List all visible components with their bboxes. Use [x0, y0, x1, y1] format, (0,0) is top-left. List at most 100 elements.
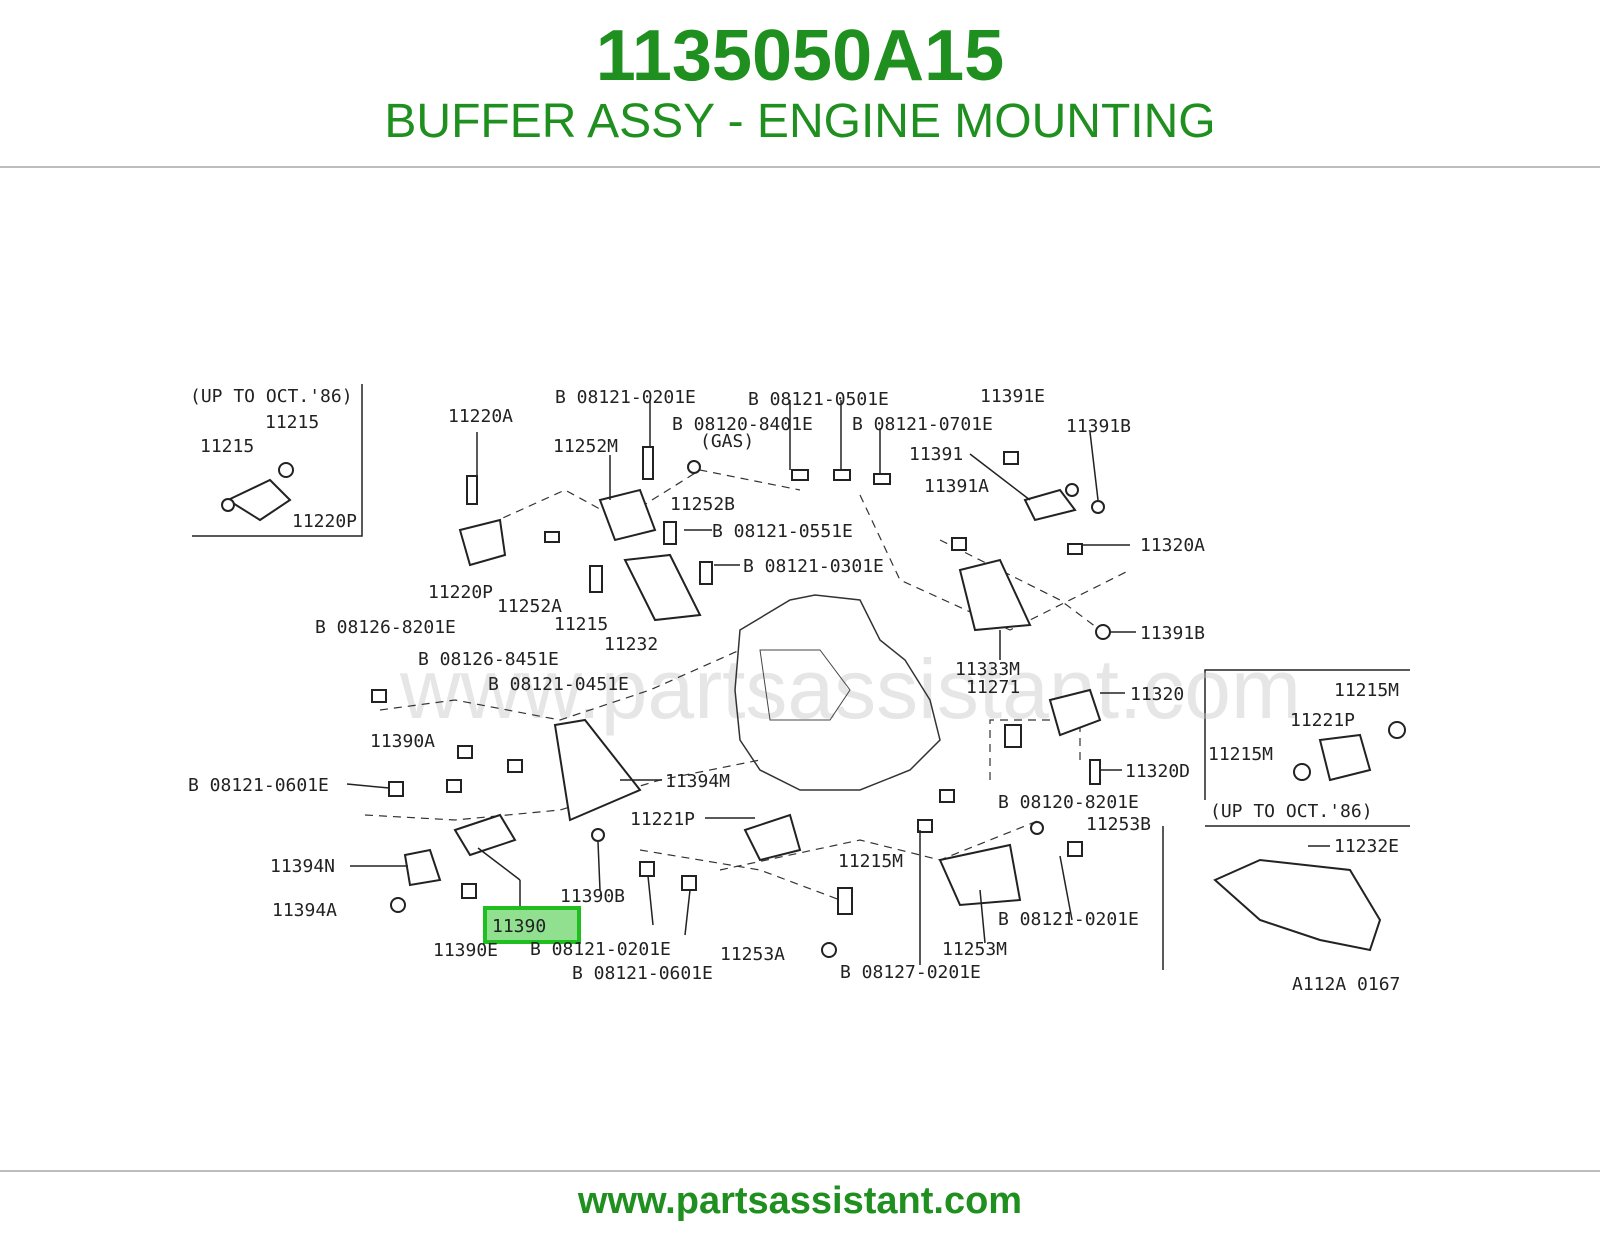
callout-label[interactable]: 11333M — [955, 659, 1020, 680]
callout-label[interactable]: B 08121-0601E — [188, 775, 329, 796]
callout-label[interactable]: 11391B — [1066, 416, 1131, 437]
callout-label[interactable]: 11252B — [670, 494, 735, 515]
bolt-icon — [371, 689, 387, 703]
nut-icon — [1030, 821, 1044, 835]
highlighted-part-label[interactable]: 11390 — [492, 916, 546, 937]
bolt-icon — [457, 745, 473, 759]
callout-label[interactable]: 11252M — [553, 436, 618, 457]
bolt-icon — [1089, 759, 1101, 785]
callout-label[interactable]: B 08121-0551E — [712, 521, 853, 542]
callout-label[interactable]: 11215 — [265, 412, 319, 433]
bolt-icon — [917, 819, 933, 833]
part-callouts: B 08121-0201E B 08121-0501E B 08120-8401… — [188, 386, 1399, 984]
bracket-11394N — [403, 848, 442, 887]
footer-url[interactable]: www.partsassistant.com — [577, 1180, 1023, 1222]
callout-label[interactable]: 11215M — [1208, 744, 1273, 765]
callout-label[interactable]: 11271 — [966, 677, 1020, 698]
callout-label[interactable]: B 08121-0201E — [555, 387, 696, 408]
bolt-icon — [939, 789, 955, 803]
bolt-icon — [544, 531, 560, 543]
callout-label[interactable]: 11320 — [1130, 684, 1184, 705]
bolt-icon — [642, 446, 654, 480]
callout-label[interactable]: 11390E — [433, 940, 498, 961]
diagram-area — [180, 340, 1420, 1010]
callout-label[interactable]: 11252A — [497, 596, 562, 617]
callout-label[interactable]: 11391B — [1140, 623, 1205, 644]
bracket-11394M — [553, 718, 642, 822]
header-divider — [0, 166, 1600, 168]
bolt-icon — [663, 521, 677, 545]
callout-label[interactable]: B 08126-8451E — [418, 649, 559, 670]
footer-divider — [0, 1170, 1600, 1172]
callout-label[interactable]: B 08121-0701E — [852, 414, 993, 435]
bolt-icon — [1003, 451, 1019, 465]
callout-label[interactable]: 11253M — [942, 939, 1007, 960]
callout-label[interactable]: 11232E — [1334, 836, 1399, 857]
bolt-icon — [1067, 841, 1083, 857]
callout-label[interactable]: B 08120-8201E — [998, 792, 1139, 813]
mount-11221P — [743, 813, 802, 862]
callout-label[interactable]: 11221P — [630, 809, 695, 830]
nut-icon — [687, 460, 701, 474]
callout-label[interactable]: 11253B — [1086, 814, 1151, 835]
inset-mount-11220P — [225, 478, 292, 522]
callout-label[interactable]: 11215 — [554, 614, 608, 635]
shield-11232E — [1213, 858, 1382, 952]
callout-label[interactable]: 11220A — [448, 406, 513, 427]
callout-label[interactable]: 11320A — [1140, 535, 1205, 556]
callout-label[interactable]: 11320D — [1125, 761, 1190, 782]
inset-washer-icon — [1293, 763, 1311, 781]
nut-icon — [591, 828, 605, 842]
callout-label[interactable]: B 08126-8201E — [315, 617, 456, 638]
inset-top-left-frame — [192, 384, 363, 537]
callout-label[interactable]: 11221P — [1290, 710, 1355, 731]
gas-note: (GAS) — [700, 431, 754, 452]
bolt-icon — [461, 883, 477, 899]
bracket-11333M — [958, 558, 1032, 632]
callout-label[interactable]: 11220P — [292, 511, 357, 532]
callout-label[interactable]: 11391E — [980, 386, 1045, 407]
callout-label[interactable]: 11394N — [270, 856, 335, 877]
drawing-code: A112A 0167 — [1292, 974, 1400, 995]
callout-label[interactable]: 11215M — [838, 851, 903, 872]
callout-label[interactable]: 11215M — [1334, 680, 1399, 701]
callout-label[interactable]: 11394M — [665, 771, 730, 792]
inset-washer-icon — [1388, 721, 1406, 739]
callout-label[interactable]: 11391 — [909, 444, 963, 465]
bolt-icon — [507, 759, 523, 773]
callout-label[interactable]: 11390B — [560, 886, 625, 907]
callout-label[interactable]: 11253A — [720, 944, 785, 965]
callout-label[interactable]: B 08121-0201E — [530, 939, 671, 960]
callout-label[interactable]: 11220P — [428, 582, 493, 603]
callout-label[interactable]: B 08121-0451E — [488, 674, 629, 695]
bracket-11232 — [623, 553, 702, 622]
inset-right-note: (UP TO OCT.'86) — [1210, 801, 1373, 822]
nut-icon — [1095, 624, 1111, 640]
callout-label[interactable]: B 08120-8401E — [672, 414, 813, 435]
inset-washer-icon — [278, 462, 294, 478]
insulator-11215M — [837, 887, 853, 915]
inset-top-left-note: (UP TO OCT.'86) — [190, 386, 353, 407]
insulator-11215 — [589, 565, 603, 593]
nut-icon — [1065, 483, 1079, 497]
bracket-11253M — [938, 843, 1022, 907]
callout-label[interactable]: 11390A — [370, 731, 435, 752]
highlighted-part-box[interactable] — [483, 906, 581, 944]
leader-lines — [346, 400, 1330, 965]
callout-label[interactable]: B 08121-0501E — [748, 389, 889, 410]
callout-label[interactable]: 11232 — [604, 634, 658, 655]
parts-drawing — [221, 446, 1406, 958]
callout-label[interactable]: 11215 — [200, 436, 254, 457]
callout-label[interactable]: B 08121-0201E — [998, 909, 1139, 930]
callout-label[interactable]: B 08127-0201E — [840, 962, 981, 983]
engine-outline — [734, 594, 941, 791]
callout-label[interactable]: B 08121-0601E — [572, 963, 713, 984]
nut-icon — [1091, 500, 1105, 514]
callout-label[interactable]: 11391A — [924, 476, 989, 497]
buffer-11390 — [453, 813, 517, 857]
inset-frames — [192, 384, 1410, 970]
buffer-11391 — [1023, 488, 1077, 522]
callout-label[interactable]: B 08121-0301E — [743, 556, 884, 577]
callout-label[interactable]: 11394A — [272, 900, 337, 921]
